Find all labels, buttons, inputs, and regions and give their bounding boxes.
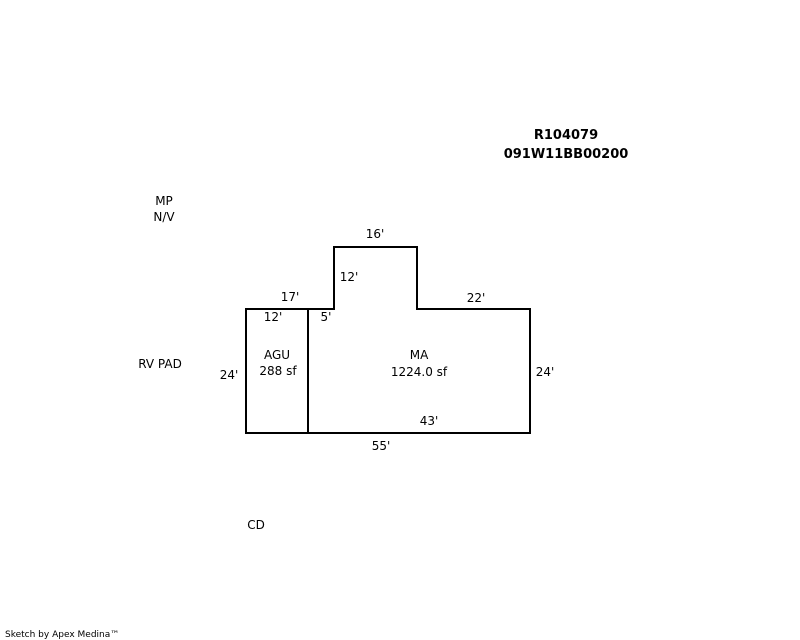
- dim-right-top: 22': [467, 291, 486, 305]
- ma-outline: [307, 246, 531, 434]
- dim-right-side: 24': [536, 365, 555, 379]
- dim-total-bottom: 55': [372, 439, 391, 453]
- ma-name: MA: [410, 348, 429, 362]
- dim-ma-bottom: 43': [420, 414, 439, 428]
- label-rv-pad: RV PAD: [138, 357, 182, 371]
- agu-name: AGU: [264, 348, 290, 362]
- label-cd: CD: [247, 518, 265, 532]
- account-number: R104079: [534, 128, 598, 143]
- label-mp: MP: [155, 194, 173, 208]
- ma-area: 1224.0 sf: [391, 365, 448, 379]
- parcel-number: 091W11BB00200: [504, 147, 629, 162]
- sketch-credit: Sketch by Apex Medina™: [5, 630, 119, 640]
- dim-left-side: 24': [220, 368, 239, 382]
- label-nv: N/V: [153, 210, 175, 224]
- dim-step: 5': [321, 310, 332, 324]
- dim-top-bump: 16': [366, 227, 385, 241]
- agu-area: 288 sf: [259, 364, 297, 378]
- dim-agu-top: 12': [264, 310, 283, 324]
- dim-bump-side: 12': [340, 270, 359, 284]
- dim-left-top: 17': [281, 290, 300, 304]
